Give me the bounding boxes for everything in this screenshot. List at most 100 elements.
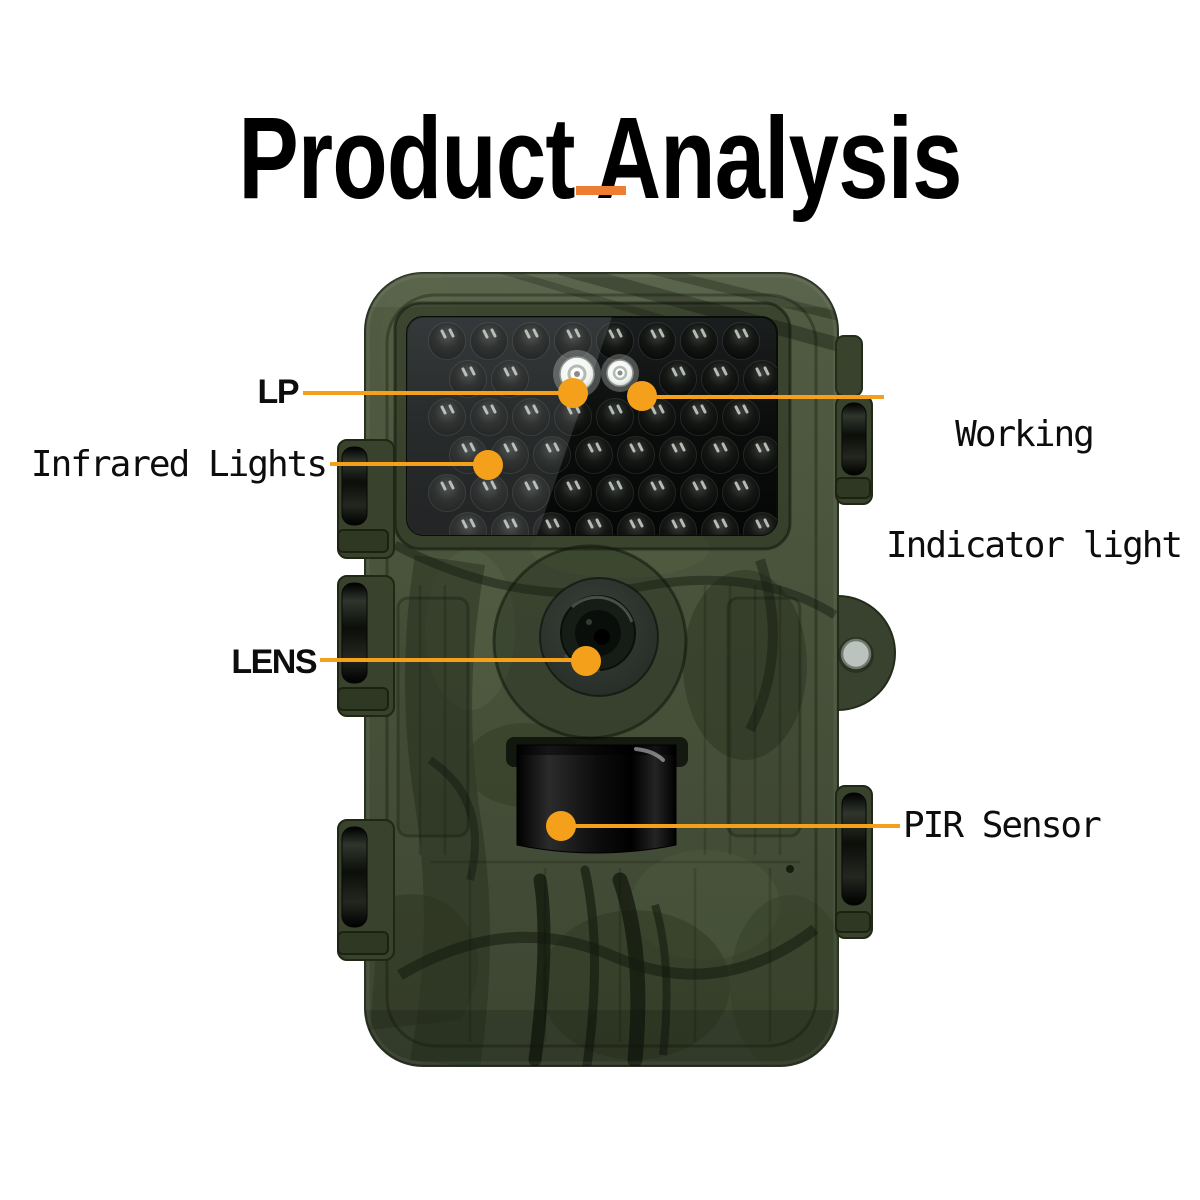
ir-led <box>554 474 592 512</box>
latch <box>835 785 873 939</box>
ir-led <box>701 436 739 474</box>
ir-led-highlight <box>524 328 539 339</box>
ir-led <box>743 512 777 535</box>
ir-led <box>512 322 550 360</box>
ir-led-highlight <box>671 442 686 453</box>
latch <box>337 819 395 961</box>
ir-led <box>575 512 613 535</box>
face-grooves <box>418 585 800 1042</box>
ir-led <box>533 512 571 535</box>
ir-led <box>533 436 571 474</box>
title-divider <box>576 186 626 195</box>
latch <box>337 575 395 717</box>
callout-label-pir-sensor: PIR Sensor <box>903 805 1102 846</box>
ir-led <box>449 512 487 535</box>
page-title: Product Analysis <box>238 92 962 223</box>
working-label-line1: Working <box>955 414 1095 455</box>
ir-led-highlight <box>566 480 581 491</box>
ir-led-highlight <box>482 404 497 415</box>
ir-led-highlight <box>461 366 476 377</box>
ir-led-highlight <box>503 518 518 529</box>
ir-led <box>512 398 550 436</box>
callout-label-lens: LENS <box>231 643 317 681</box>
callout-line-working-indicator <box>642 395 884 399</box>
ir-led <box>743 360 777 398</box>
ir-led-highlight <box>713 442 728 453</box>
ir-led-highlight <box>755 518 770 529</box>
mount-ear <box>837 594 896 712</box>
working-label-line2: Indicator light <box>886 525 1183 566</box>
left-latches <box>337 439 395 961</box>
mount-pivot <box>840 638 872 670</box>
ir-led-highlight <box>503 442 518 453</box>
ir-led-highlight <box>461 518 476 529</box>
ir-led <box>722 474 760 512</box>
ir-led-highlight <box>734 404 749 415</box>
callout-line-lp <box>303 391 573 395</box>
ir-led <box>596 474 634 512</box>
ir-led <box>722 398 760 436</box>
ir-led-highlight <box>692 404 707 415</box>
ir-led-highlight <box>629 442 644 453</box>
ir-led <box>617 512 655 535</box>
latch <box>835 395 873 505</box>
ir-led-highlight <box>524 404 539 415</box>
ir-led <box>428 322 466 360</box>
ir-led-highlight <box>461 442 476 453</box>
ir-led-highlight <box>650 480 665 491</box>
latch <box>337 439 395 559</box>
ir-led <box>617 436 655 474</box>
ir-led-highlight <box>545 518 560 529</box>
callout-label-infrared-lights: Infrared Lights <box>30 444 328 485</box>
ir-led <box>470 322 508 360</box>
camera-lens <box>492 544 688 740</box>
ir-led-highlight <box>713 366 728 377</box>
ir-led-highlight <box>545 442 560 453</box>
ir-led <box>470 398 508 436</box>
ir-led <box>491 360 529 398</box>
ir-led-highlight <box>671 518 686 529</box>
ir-led <box>680 398 718 436</box>
ir-led <box>722 322 760 360</box>
callout-line-lens <box>320 658 586 662</box>
ir-led <box>491 512 529 535</box>
ir-led-highlight <box>587 518 602 529</box>
ir-led-highlight <box>650 328 665 339</box>
callout-line-infrared-lights <box>330 462 488 466</box>
ir-panel <box>393 301 792 551</box>
ir-led-highlight <box>608 404 623 415</box>
ir-led <box>512 474 550 512</box>
ir-led <box>701 360 739 398</box>
ir-led-highlight <box>734 328 749 339</box>
ir-led <box>428 474 466 512</box>
ir-led-highlight <box>440 480 455 491</box>
callout-dot-infrared-lights <box>473 450 503 480</box>
ir-led <box>680 474 718 512</box>
working-indicator-led <box>601 354 639 392</box>
ir-led-highlight <box>755 442 770 453</box>
ir-led <box>596 398 634 436</box>
pir-sensor <box>506 737 688 854</box>
ir-led <box>659 436 697 474</box>
callout-label-working-indicator: Working Indicator light <box>886 342 1183 638</box>
callout-dot-working-indicator <box>627 381 657 411</box>
ir-led <box>659 360 697 398</box>
trail-camera <box>337 272 896 1067</box>
ir-led-highlight <box>755 366 770 377</box>
ir-led-highlight <box>440 404 455 415</box>
ir-led <box>638 322 676 360</box>
ir-led-highlight <box>608 480 623 491</box>
ir-led-highlight <box>503 366 518 377</box>
ir-led-highlight <box>713 518 728 529</box>
ir-led-highlight <box>440 328 455 339</box>
ir-led-highlight <box>671 366 686 377</box>
callout-dot-lp <box>558 378 588 408</box>
ir-led-highlight <box>524 480 539 491</box>
callout-label-lp: LP <box>257 373 300 411</box>
ir-led-highlight <box>482 480 497 491</box>
ir-led-highlight <box>692 480 707 491</box>
callout-dot-lens <box>571 646 601 676</box>
ir-led-highlight <box>566 328 581 339</box>
ir-led <box>701 512 739 535</box>
ir-led-highlight <box>692 328 707 339</box>
